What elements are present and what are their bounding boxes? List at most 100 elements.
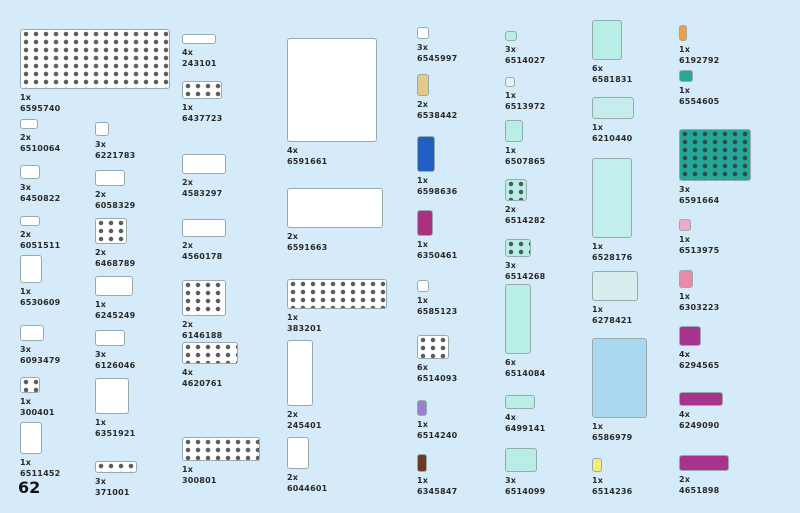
part-image-icon bbox=[95, 461, 137, 473]
part-image-icon bbox=[182, 280, 226, 316]
part-image-icon bbox=[182, 154, 226, 174]
part-number: 6514240 bbox=[417, 431, 458, 440]
part-image-icon bbox=[20, 119, 38, 129]
part-image-icon bbox=[417, 454, 427, 472]
part-number: 6245249 bbox=[95, 311, 136, 320]
part-image-icon bbox=[505, 77, 515, 87]
part-image-icon bbox=[182, 437, 260, 461]
part-quantity: 2x bbox=[679, 475, 691, 484]
part-number: 6351921 bbox=[95, 429, 136, 438]
part-quantity: 1x bbox=[95, 418, 107, 427]
part-image-icon bbox=[592, 271, 638, 301]
part-image-icon bbox=[20, 325, 44, 341]
part-quantity: 2x bbox=[505, 205, 517, 214]
part-quantity: 1x bbox=[679, 235, 691, 244]
part-quantity: 1x bbox=[417, 296, 429, 305]
part-quantity: 4x bbox=[679, 410, 691, 419]
part-image-icon bbox=[20, 255, 42, 283]
part-quantity: 1x bbox=[592, 476, 604, 485]
part-image-icon bbox=[95, 122, 109, 136]
page-number: 62 bbox=[18, 478, 41, 497]
part-quantity: 3x bbox=[20, 183, 32, 192]
part-quantity: 4x bbox=[287, 146, 299, 155]
part-number: 6514093 bbox=[417, 374, 458, 383]
part-quantity: 3x bbox=[95, 140, 107, 149]
part-image-icon bbox=[287, 38, 377, 142]
part-quantity: 3x bbox=[679, 185, 691, 194]
part-quantity: 1x bbox=[287, 313, 299, 322]
part-number: 4583297 bbox=[182, 189, 223, 198]
part-number: 6591661 bbox=[287, 157, 328, 166]
part-number: 4560178 bbox=[182, 252, 223, 261]
part-number: 245401 bbox=[287, 421, 322, 430]
part-number: 6513975 bbox=[679, 246, 720, 255]
part-number: 6499141 bbox=[505, 424, 546, 433]
part-image-icon bbox=[20, 422, 42, 454]
part-number: 6468789 bbox=[95, 259, 136, 268]
part-quantity: 2x bbox=[287, 232, 299, 241]
part-image-icon bbox=[417, 27, 429, 39]
part-image-icon bbox=[417, 280, 429, 292]
part-number: 6514236 bbox=[592, 487, 633, 496]
part-image-icon bbox=[505, 395, 535, 409]
part-image-icon bbox=[679, 270, 693, 288]
part-quantity: 2x bbox=[20, 133, 32, 142]
part-number: 6044601 bbox=[287, 484, 328, 493]
part-number: 371001 bbox=[95, 488, 130, 497]
part-quantity: 1x bbox=[417, 420, 429, 429]
part-quantity: 1x bbox=[182, 103, 194, 112]
part-image-icon bbox=[505, 31, 517, 41]
part-quantity: 4x bbox=[679, 350, 691, 359]
part-image-icon bbox=[417, 136, 435, 172]
part-number: 6514282 bbox=[505, 216, 546, 225]
part-image-icon bbox=[417, 210, 433, 236]
part-number: 6510064 bbox=[20, 144, 61, 153]
part-quantity: 4x bbox=[182, 48, 194, 57]
part-quantity: 2x bbox=[182, 178, 194, 187]
part-number: 6528176 bbox=[592, 253, 633, 262]
part-number: 6210440 bbox=[592, 134, 633, 143]
part-image-icon bbox=[287, 188, 383, 228]
part-image-icon bbox=[182, 34, 216, 44]
part-number: 6591664 bbox=[679, 196, 720, 205]
part-number: 6249090 bbox=[679, 421, 720, 430]
part-image-icon bbox=[592, 158, 632, 238]
part-quantity: 4x bbox=[505, 413, 517, 422]
part-image-icon bbox=[287, 437, 309, 469]
part-image-icon bbox=[287, 279, 387, 309]
part-number: 6126046 bbox=[95, 361, 136, 370]
part-quantity: 3x bbox=[505, 476, 517, 485]
part-image-icon bbox=[95, 378, 129, 414]
part-number: 300801 bbox=[182, 476, 217, 485]
part-quantity: 1x bbox=[505, 146, 517, 155]
part-number: 6554605 bbox=[679, 97, 720, 106]
part-number: 6146188 bbox=[182, 331, 223, 340]
part-image-icon bbox=[182, 219, 226, 237]
part-image-icon bbox=[592, 20, 622, 60]
part-number: 6192792 bbox=[679, 56, 720, 65]
part-quantity: 2x bbox=[417, 100, 429, 109]
part-quantity: 1x bbox=[95, 300, 107, 309]
part-quantity: 1x bbox=[505, 91, 517, 100]
part-number: 6585123 bbox=[417, 307, 458, 316]
part-quantity: 4x bbox=[182, 368, 194, 377]
part-number: 6598636 bbox=[417, 187, 458, 196]
part-image-icon bbox=[505, 284, 531, 354]
part-quantity: 2x bbox=[287, 473, 299, 482]
part-number: 6350461 bbox=[417, 251, 458, 260]
part-image-icon bbox=[20, 377, 40, 393]
part-number: 6221783 bbox=[95, 151, 136, 160]
part-image-icon bbox=[505, 120, 523, 142]
part-number: 6538442 bbox=[417, 111, 458, 120]
part-quantity: 1x bbox=[592, 123, 604, 132]
part-image-icon bbox=[20, 29, 170, 89]
part-image-icon bbox=[20, 216, 40, 226]
part-image-icon bbox=[592, 338, 647, 418]
part-quantity: 2x bbox=[182, 241, 194, 250]
part-quantity: 2x bbox=[95, 190, 107, 199]
part-image-icon bbox=[679, 326, 701, 346]
part-quantity: 1x bbox=[417, 240, 429, 249]
part-image-icon bbox=[505, 239, 531, 257]
part-number: 6437723 bbox=[182, 114, 223, 123]
part-quantity: 1x bbox=[417, 176, 429, 185]
